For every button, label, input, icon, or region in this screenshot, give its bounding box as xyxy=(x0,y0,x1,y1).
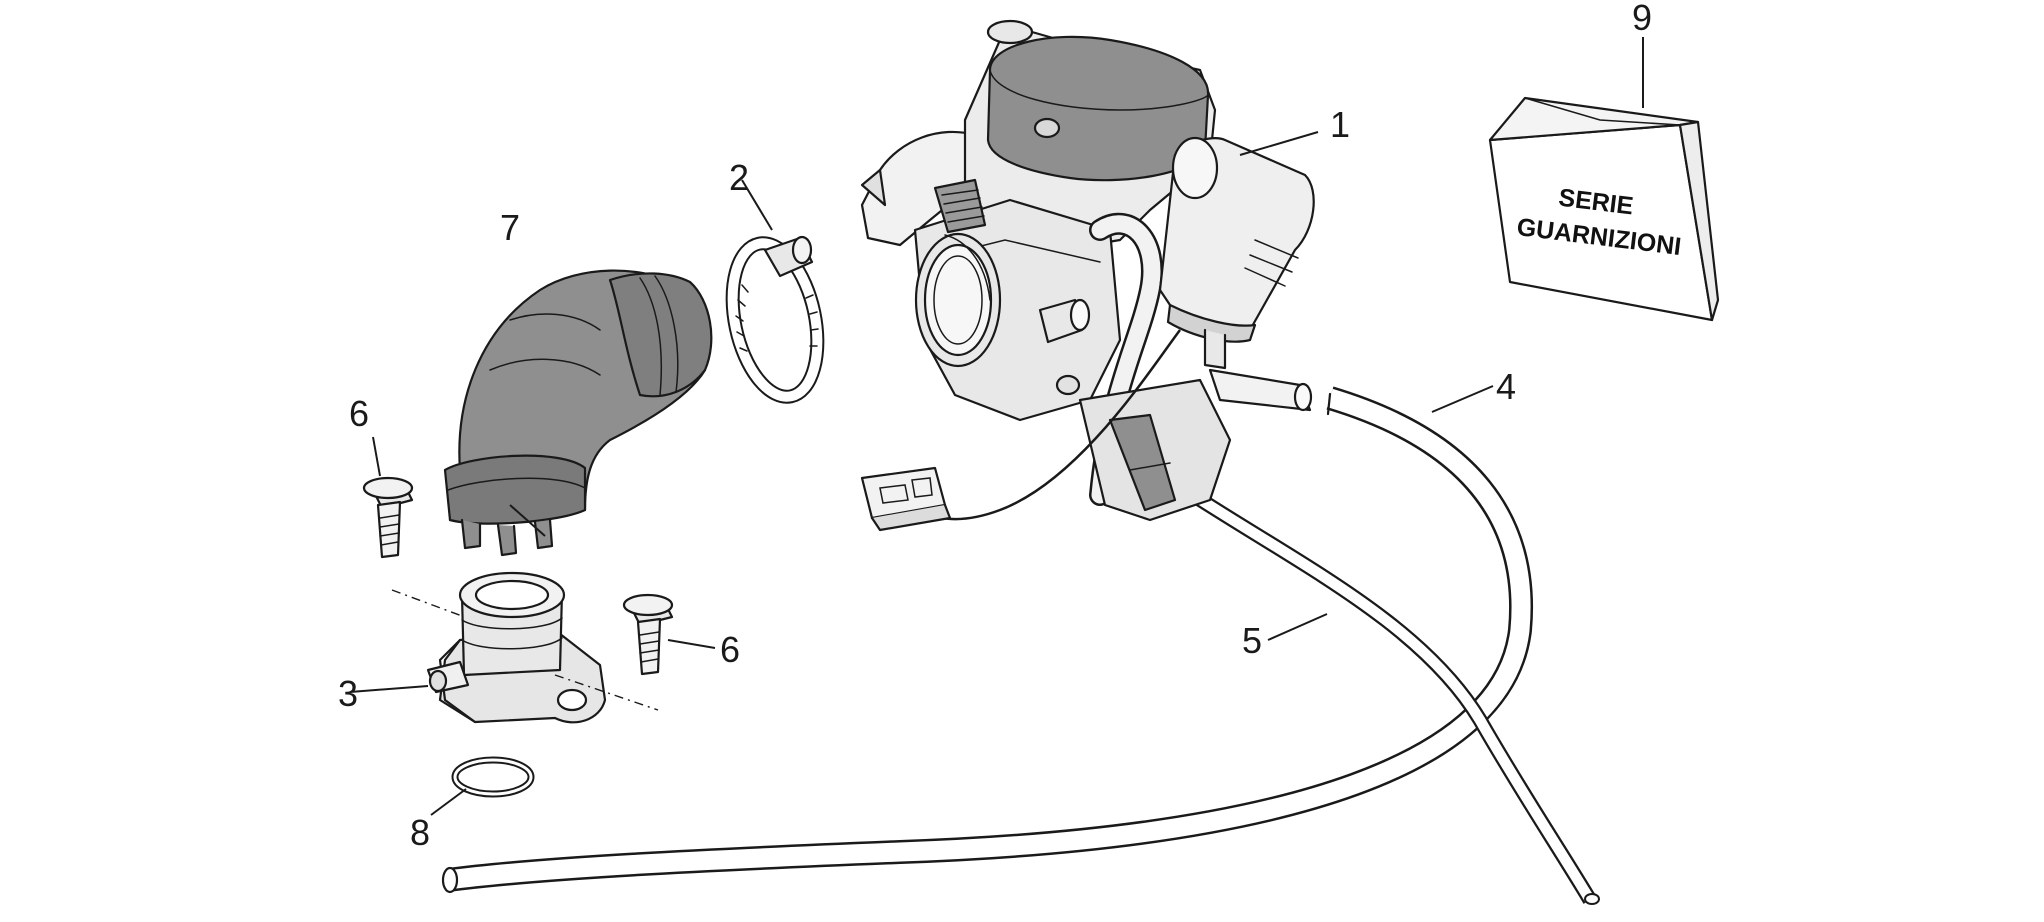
leader-lines xyxy=(349,37,1644,816)
o-ring[interactable] xyxy=(451,756,535,798)
intake-sleeve[interactable] xyxy=(443,269,713,557)
callout-carburettor: 1 xyxy=(1330,104,1350,145)
callout-intake-sleeve: 7 xyxy=(500,207,520,248)
callout-intake-manifold: 3 xyxy=(338,673,358,714)
callout-o-ring: 8 xyxy=(410,812,430,853)
flange-screw-right[interactable] xyxy=(622,593,674,676)
carburettor[interactable] xyxy=(860,19,1315,532)
drain-hose[interactable] xyxy=(1165,473,1600,905)
callout-hose-clamp: 2 xyxy=(729,157,749,198)
callout-fuel-hose: 4 xyxy=(1496,366,1516,407)
hose-clamp[interactable] xyxy=(720,235,831,404)
intake-manifold[interactable] xyxy=(426,571,607,724)
flange-screw-left[interactable] xyxy=(362,476,414,559)
fuel-hose[interactable] xyxy=(441,386,1533,894)
callout-drain-hose: 5 xyxy=(1242,620,1262,661)
callout-flange-screw-left: 6 xyxy=(349,393,369,434)
choke-connector xyxy=(860,466,952,532)
gasket-kit-bag[interactable]: SERIE GUARNIZIONI xyxy=(1488,96,1720,322)
callout-flange-screw-right: 6 xyxy=(720,629,740,670)
callout-gasket-kit: 9 xyxy=(1632,0,1652,38)
